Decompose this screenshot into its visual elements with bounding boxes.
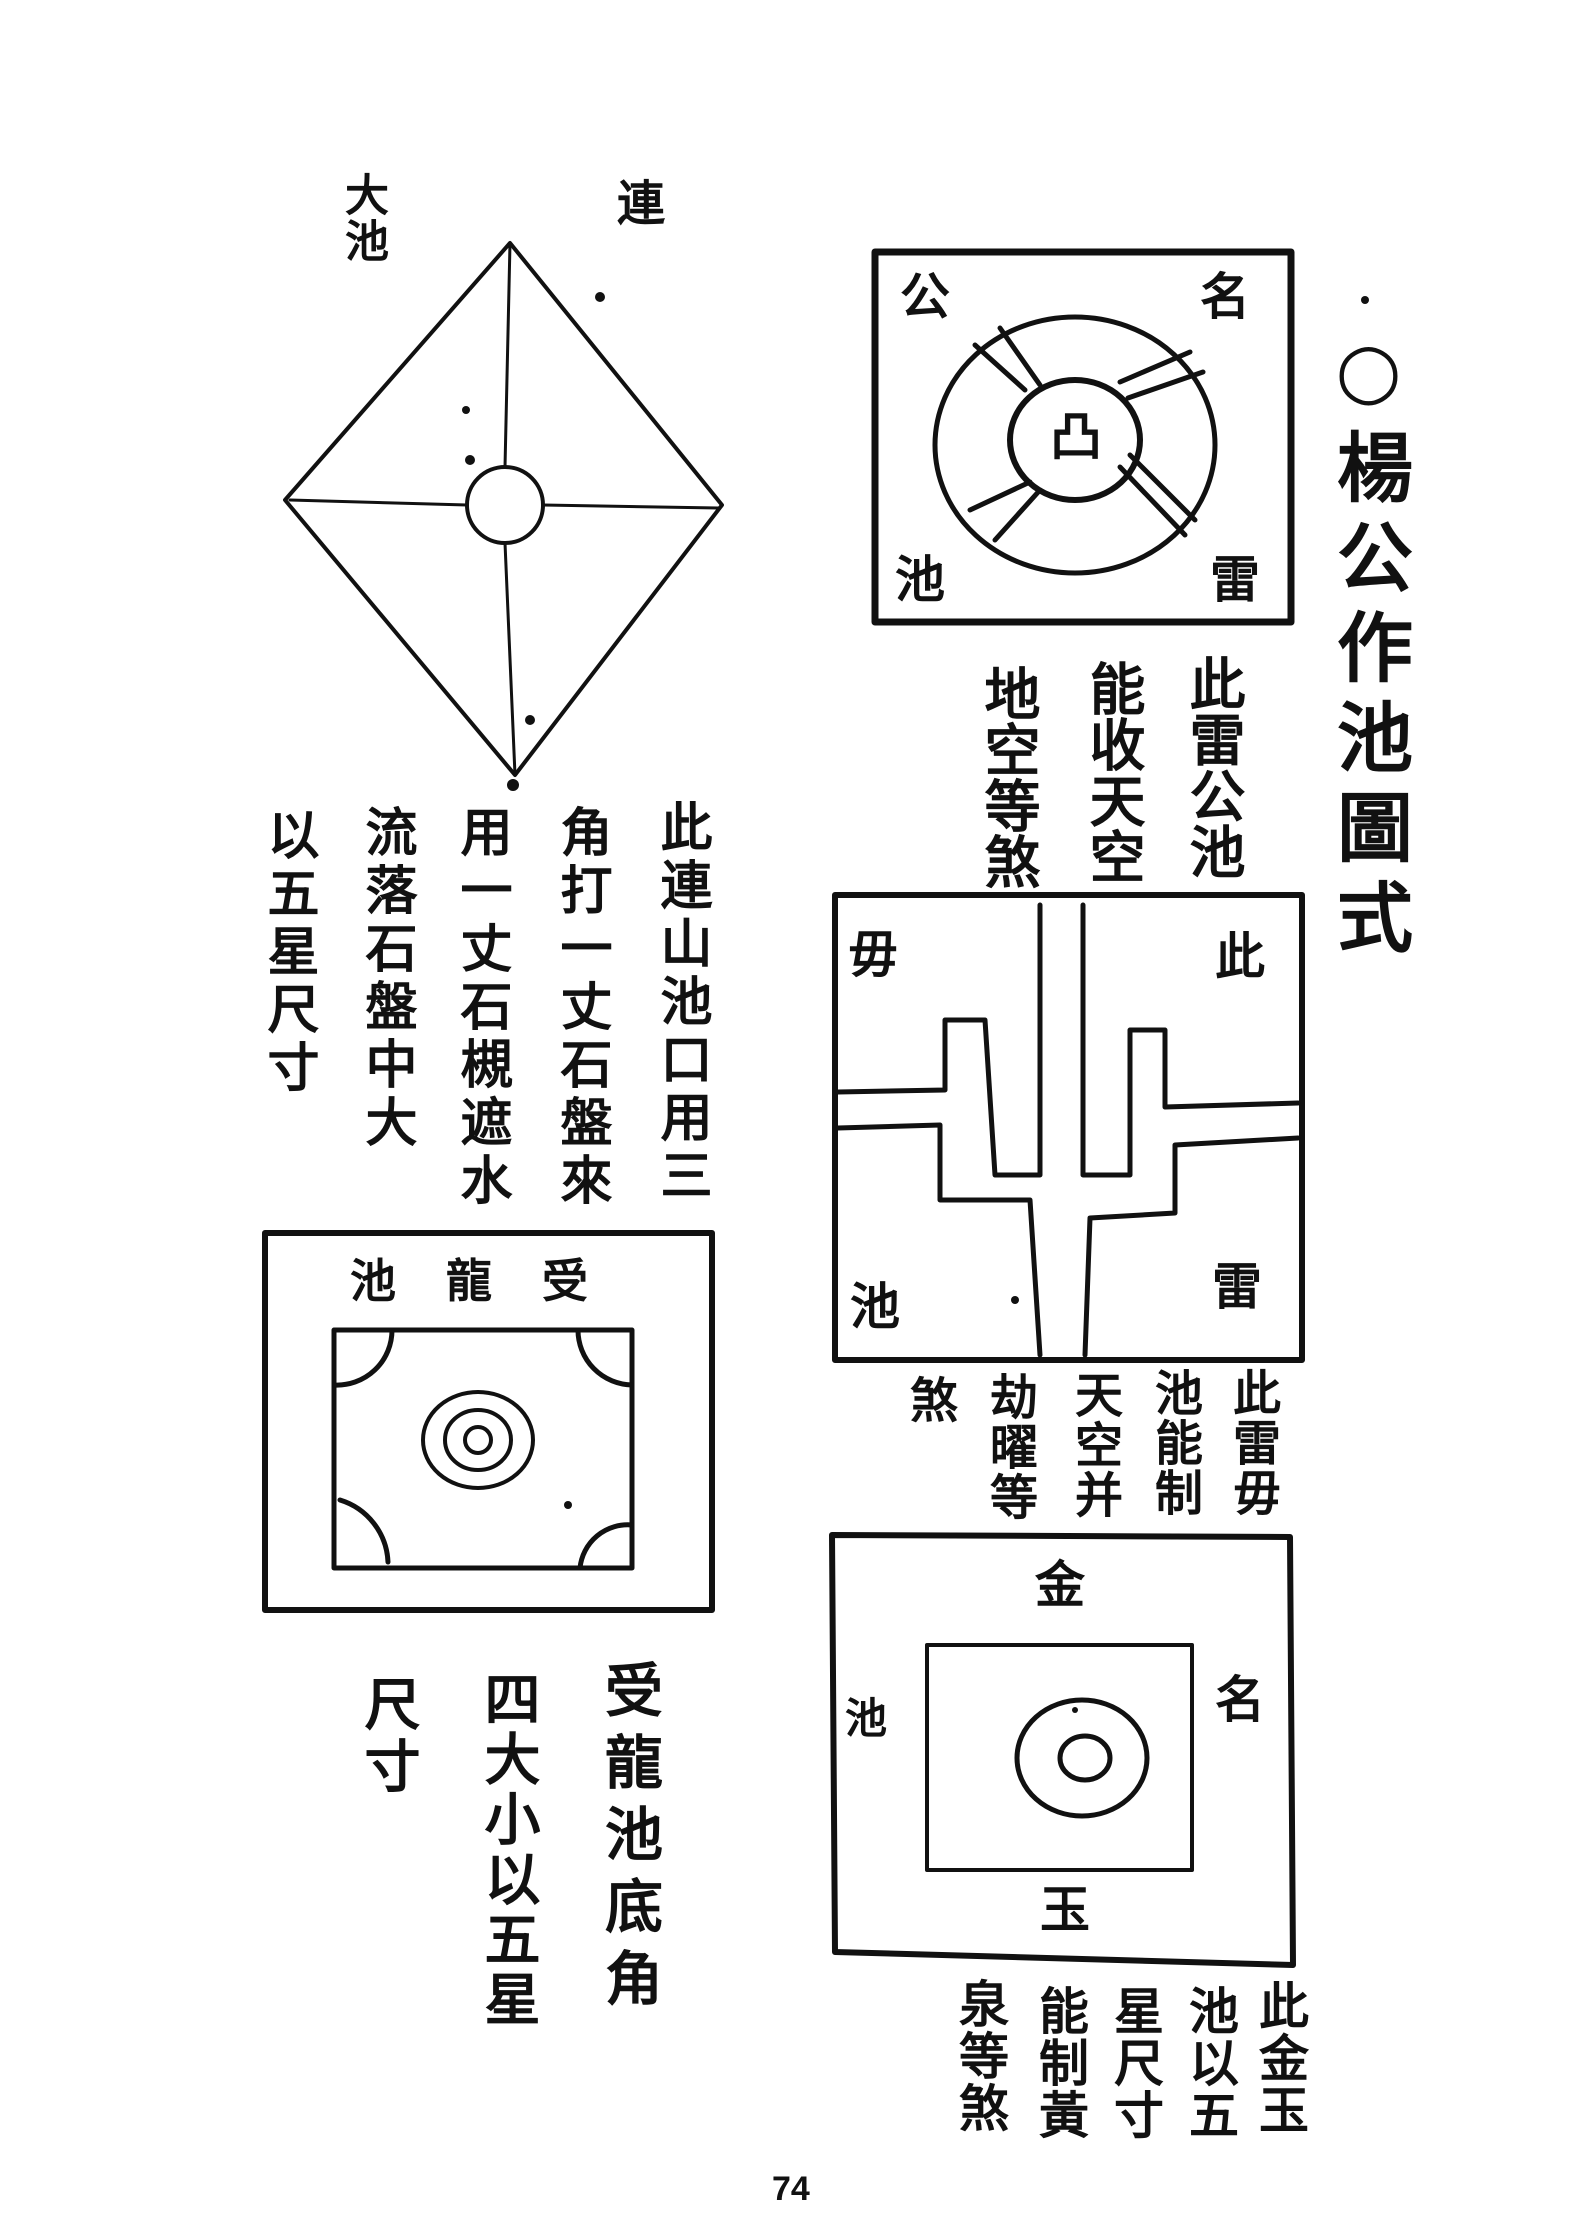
jinyu-caption-col-4: 能制黃 — [1031, 1985, 1090, 2141]
leimu-corner-bottom-left: 池 — [850, 1277, 900, 1336]
leimu-pool-diagram — [832, 892, 1305, 1363]
lianshan-caption-col-5: 以五星尺寸 — [258, 808, 319, 1098]
page-number: 74 — [772, 2170, 810, 2208]
jinyu-label-top: 金 — [1035, 1555, 1085, 1614]
jinyu-caption-col-1: 此金玉 — [1251, 1980, 1310, 2136]
leigong-caption-col-1: 此雷公池 — [1180, 655, 1246, 879]
lianshan-label-dachi: 大池 — [337, 172, 388, 264]
leimu-corner-bottom-right: 雷 — [1212, 1257, 1262, 1316]
lianshan-caption-col-3: 用一丈石槻遮水 — [451, 805, 512, 1211]
jinyu-label-right: 名 — [1215, 1670, 1265, 1729]
lianshan-diamond-diagram — [283, 241, 724, 777]
page-title: ○楊公作池圖式 — [1324, 325, 1413, 968]
leimu-corner-top-left: 毋 — [848, 925, 898, 984]
jinyu-pool-diagram — [829, 1532, 1296, 1968]
jinyu-label-left: 池 — [845, 1694, 888, 1743]
leigong-corner-top-right: 名 — [1200, 267, 1250, 326]
shoulong-caption-col-2: 四大小以五星 — [475, 1670, 541, 2030]
leigong-corner-bottom-left: 池 — [895, 550, 945, 609]
shoulong-caption-col-3: 尺寸 — [355, 1675, 421, 1799]
leigong-caption-col-3: 地空等煞 — [975, 665, 1041, 889]
leigong-center-glyph: 凸 — [1050, 407, 1103, 468]
leimu-caption-col-4: 劫曜等 — [981, 1372, 1037, 1522]
leigong-pool-diagram — [871, 248, 1295, 626]
lianshan-caption-col-4: 流落石盤中大 — [356, 805, 417, 1153]
shoulong-caption-col-1: 受龍池底角 — [595, 1660, 663, 2020]
leimu-caption-col-3: 天空并 — [1066, 1370, 1122, 1520]
ink-dots — [462, 292, 1369, 1713]
leimu-caption-col-5: 煞 — [901, 1375, 957, 1425]
shoulong-pool-diagram — [262, 1230, 715, 1613]
lianshan-caption-col-1: 此連山池口用三 — [651, 800, 712, 1206]
leigong-corner-top-left: 公 — [900, 267, 950, 326]
shoulong-header: 池龍受 — [350, 1254, 638, 1308]
jinyu-label-bottom: 玉 — [1040, 1880, 1090, 1939]
leimu-corner-top-right: 此 — [1215, 927, 1265, 986]
leimu-caption-col-1: 此雷毋 — [1224, 1368, 1280, 1518]
jinyu-caption-col-2: 池以五 — [1181, 1985, 1240, 2141]
leimu-caption-col-2: 池能制 — [1146, 1368, 1202, 1518]
lianshan-label-lian: 連 — [608, 178, 664, 228]
jinyu-caption-col-3: 星尺寸 — [1106, 1985, 1165, 2141]
leigong-corner-bottom-right: 雷 — [1210, 550, 1260, 609]
jinyu-caption-col-5: 泉等煞 — [951, 1978, 1010, 2134]
leigong-caption-col-2: 能收天空 — [1080, 660, 1146, 884]
lianshan-caption-col-2: 角打一丈石盤來 — [551, 805, 612, 1211]
